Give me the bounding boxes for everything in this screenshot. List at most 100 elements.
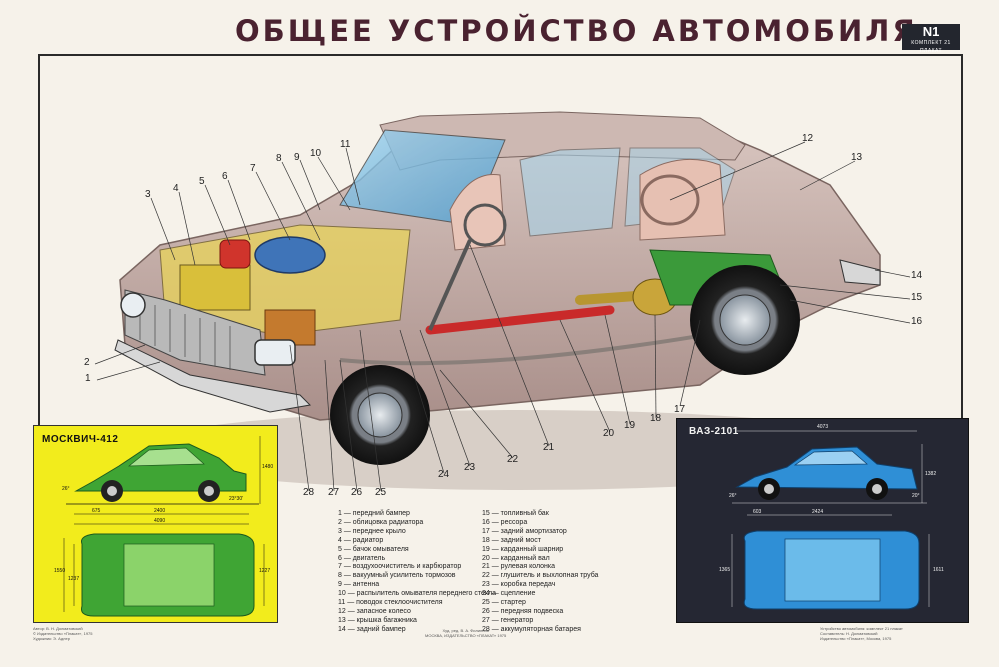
legend-item: 25 — стартер	[482, 599, 526, 607]
moskvich-angle-rear: 23°30'	[229, 496, 244, 502]
callout-22: 22	[507, 454, 519, 465]
moskvich-wheelbase: 2400	[154, 508, 166, 514]
vaz-length: 4073	[817, 424, 829, 430]
legend-item: 10 — распылитель омывателя переднего сте…	[338, 590, 497, 598]
callout-19: 19	[624, 420, 636, 431]
legend-item: 3 — переднее крыло	[338, 527, 406, 535]
rear-seat	[639, 158, 726, 241]
frame-left-line	[38, 54, 40, 434]
callout-14: 14	[911, 270, 923, 281]
legend-item: 11 — поводок стеклоочистителя	[338, 599, 443, 607]
vaz-rear-hub	[872, 484, 882, 494]
legend-right-column: 15 — топливный бак 16 — рессора 17 — зад…	[482, 510, 598, 635]
footer-line: Издательство «Плакат», Москва, 1975	[820, 636, 892, 641]
callout-21: 21	[543, 442, 555, 453]
legend-item: 15 — топливный бак	[482, 510, 549, 517]
callout-11: 11	[340, 139, 351, 150]
callout-5: 5	[199, 176, 205, 187]
legend-item: 4 — радиатор	[338, 536, 384, 544]
moskvich-height: 1480	[262, 464, 274, 470]
legend-item: 23 — коробка передач	[482, 581, 556, 589]
callout-23: 23	[464, 462, 476, 473]
callout-10: 10	[310, 148, 322, 159]
vaz-angle-front: 26°	[729, 493, 737, 499]
footer-line: © Издательство «Плакат», 1975	[33, 631, 93, 636]
steering-column	[428, 239, 472, 331]
air-cleaner	[254, 236, 326, 274]
front-hubcap	[357, 392, 403, 438]
moskvich-side-body	[74, 443, 247, 492]
callout-24: 24	[438, 469, 450, 480]
footer-line: Устройство автомобиля: комплект 21 плака…	[820, 626, 903, 631]
callout-8: 8	[276, 153, 282, 164]
badge-subtitle: КОМПЛЕКТ 21 ПЛАКАТ	[911, 40, 951, 54]
legend-item: 12 — запасное колесо	[338, 607, 411, 615]
legend-left-column: 1 — передний бампер 2 — облицовка радиат…	[338, 510, 496, 635]
legend-item: 7 — воздухоочиститель и карбюратор	[338, 563, 462, 571]
callout-20: 20	[603, 428, 615, 439]
vaz-front-hub	[764, 484, 774, 494]
callout-26: 26	[351, 487, 363, 498]
callout-28: 28	[303, 487, 315, 498]
legend-item: 19 — карданный шарнир	[482, 545, 564, 553]
right-headlight	[254, 339, 296, 366]
callout-1: 1	[85, 373, 91, 384]
moskvich-width: 1550	[54, 568, 66, 574]
callout-3: 3	[145, 189, 151, 200]
battery	[264, 309, 316, 346]
vaz-wheelbase: 2424	[812, 509, 824, 515]
legend-item: 27 — генератор	[482, 616, 534, 624]
callout-15: 15	[911, 292, 923, 303]
steering-wheel	[463, 203, 507, 247]
footer-line: Составитель: Н. Долматовский	[820, 631, 878, 636]
footer-right: Устройство автомобиля: комплект 21 плака…	[820, 626, 903, 641]
legend-item: 1 — передний бампер	[338, 510, 410, 517]
vaz-side-windows	[793, 450, 868, 466]
legend-item: 9 — антенна	[338, 581, 380, 589]
callout-6: 6	[222, 171, 228, 182]
moskvich-top-roof	[123, 543, 215, 607]
vaz-track: 1365	[719, 567, 731, 573]
callout-4: 4	[173, 183, 179, 194]
callout-9: 9	[294, 152, 300, 163]
rear-bumper	[839, 259, 881, 286]
moskvich-angle-front: 26°	[62, 486, 70, 492]
callout-18: 18	[650, 413, 662, 424]
vaz-side-body	[735, 446, 918, 490]
callout-2: 2	[84, 357, 90, 368]
callout-27: 27	[328, 487, 340, 498]
callout-12: 12	[802, 133, 814, 144]
legend-item: 16 — рессора	[482, 518, 528, 526]
moskvich-length: 4090	[154, 518, 166, 524]
frame-top-line	[38, 54, 963, 56]
legend-item: 6 — двигатель	[338, 554, 386, 562]
moskvich-track-front: 1237	[68, 576, 80, 582]
vaz-width: 1611	[933, 567, 944, 573]
legend-item: 24 — сцепление	[482, 590, 536, 598]
legend-item: 5 — бачок омывателя	[338, 545, 409, 553]
left-headlight	[120, 292, 146, 318]
callout-25: 25	[375, 487, 387, 498]
moskvich-track-rear: 1227	[259, 568, 271, 574]
badge-number: N1	[922, 24, 940, 39]
legend-item: 13 — крышка багажника	[338, 616, 417, 624]
washer-tank	[219, 239, 251, 269]
footer-line: МОСКВА, ИЗДАТЕЛЬСТВО «ПЛАКАТ» 1975	[425, 633, 507, 638]
legend-item: 2 — облицовка радиатора	[338, 518, 424, 526]
vaz-inset-panel: ВАЗ-2101 4073 1382 26° 20° 603 2424 1365…	[676, 418, 969, 623]
legend-item: 14 — задний бампер	[338, 625, 406, 633]
vaz-top-roof	[784, 538, 881, 602]
callout-7: 7	[250, 163, 256, 174]
vaz-drawings	[731, 430, 930, 610]
footer-left: Автор: В. Н. Долматовский © Издательство…	[33, 626, 93, 641]
legend-item: 17 — задний амортизатор	[482, 527, 567, 535]
callout-16: 16	[911, 316, 923, 327]
footer-line: Худ. ред. В. А. Филиппов	[442, 628, 489, 633]
callout-13: 13	[851, 152, 863, 163]
moskvich-drawings	[63, 436, 265, 617]
front-side-window	[519, 147, 621, 237]
callout-leader-lines	[94, 141, 911, 492]
footer-middle: Худ. ред. В. А. Филиппов МОСКВА, ИЗДАТЕЛ…	[425, 628, 506, 638]
moskvich-inset-panel: МОСКВИЧ-412 26° 23°30' 1480 675 2400 409…	[33, 425, 278, 623]
rear-hubcap	[719, 294, 771, 346]
